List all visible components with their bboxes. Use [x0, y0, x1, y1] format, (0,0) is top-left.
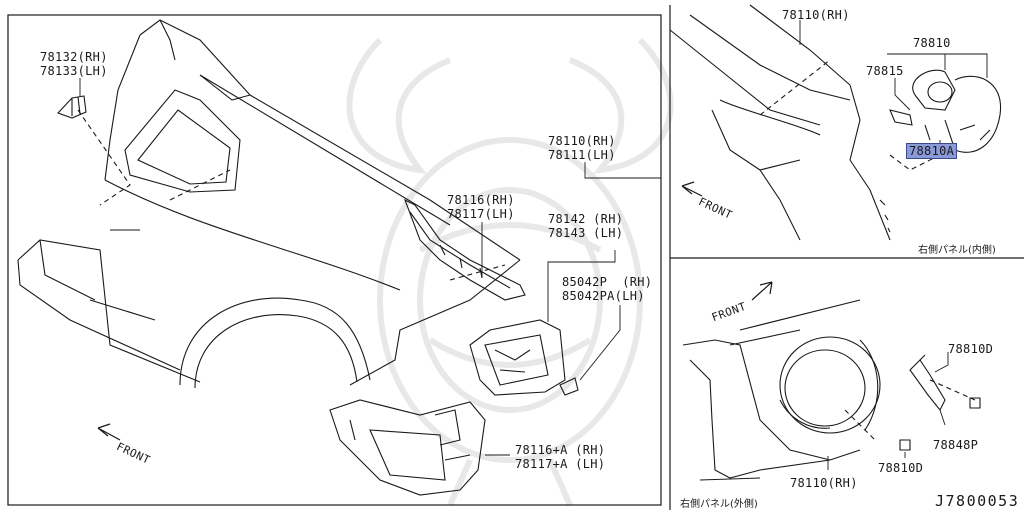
label-78133: 78133(LH): [40, 64, 108, 78]
lower-panel-78116a: [329, 399, 486, 496]
front-arrow-main: [97, 423, 121, 441]
inner-leader-lines: [799, 20, 988, 148]
caption-outer-panel: 右側パネル(外側): [680, 499, 758, 510]
label-78117a: 78117+A (LH): [515, 457, 606, 471]
label-85042p: 85042P (RH): [562, 275, 653, 289]
label-78132: 78132(RH): [40, 50, 108, 64]
label-78117: 78117(LH): [447, 207, 515, 221]
main-leader-lines: [79, 78, 661, 456]
outer-panel-drawing: [682, 299, 981, 481]
label-78110: 78110(RH): [548, 134, 616, 148]
document-number: J7800053: [935, 492, 1020, 510]
label-78142: 78142 (RH): [548, 212, 624, 226]
label-78111: 78111(LH): [548, 148, 616, 162]
inner-label-78810a-highlighted[interactable]: 78810A: [906, 143, 958, 159]
outer-label-78810d-bottom: 78810D: [878, 461, 924, 475]
label-78116: 78116(RH): [447, 193, 515, 207]
front-arrow-outer: [751, 281, 773, 301]
label-85042pa: 85042PA(LH): [562, 289, 645, 303]
inner-label-78815: 78815: [866, 64, 904, 78]
label-78143: 78143 (LH): [548, 226, 624, 240]
clip-78132: [57, 95, 87, 119]
bracket-78142: [469, 319, 579, 396]
outer-label-78110: 78110(RH): [790, 476, 858, 490]
quarter-panel: [17, 19, 521, 389]
inner-label-78110: 78110(RH): [782, 8, 850, 22]
watermark-emblem: [346, 37, 674, 507]
outer-label-78810d-top: 78810D: [948, 342, 994, 356]
front-arrow-inner: [681, 181, 703, 197]
outer-label-78848p: 78848P: [933, 438, 979, 452]
label-78116a: 78116+A (RH): [515, 443, 606, 457]
caption-inner-panel: 右側パネル(内側): [918, 245, 996, 256]
panel-borders: [7, 5, 1024, 510]
outer-leader-lines: [827, 352, 949, 470]
inner-label-78810: 78810: [913, 36, 951, 50]
extension-78116: [403, 198, 526, 301]
inner-panel-drawing: [669, 4, 1002, 241]
